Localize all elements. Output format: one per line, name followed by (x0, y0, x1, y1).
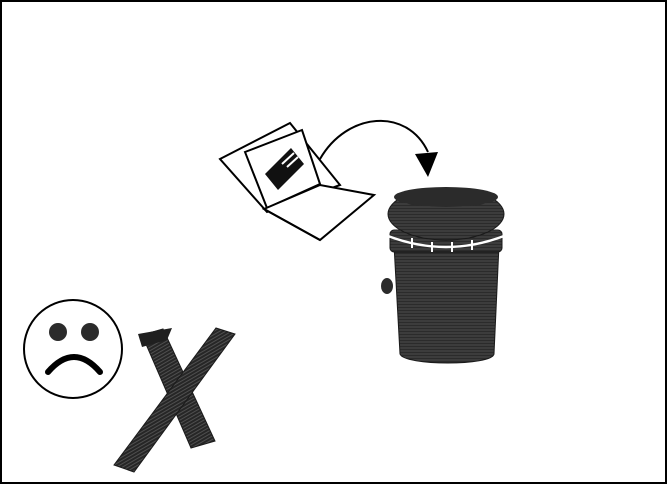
trash-can-icon (381, 187, 504, 363)
curved-arrow-icon (320, 121, 438, 177)
sad-face-icon (24, 300, 122, 398)
open-folder-icon (220, 123, 374, 240)
x-mark-icon (114, 328, 235, 472)
